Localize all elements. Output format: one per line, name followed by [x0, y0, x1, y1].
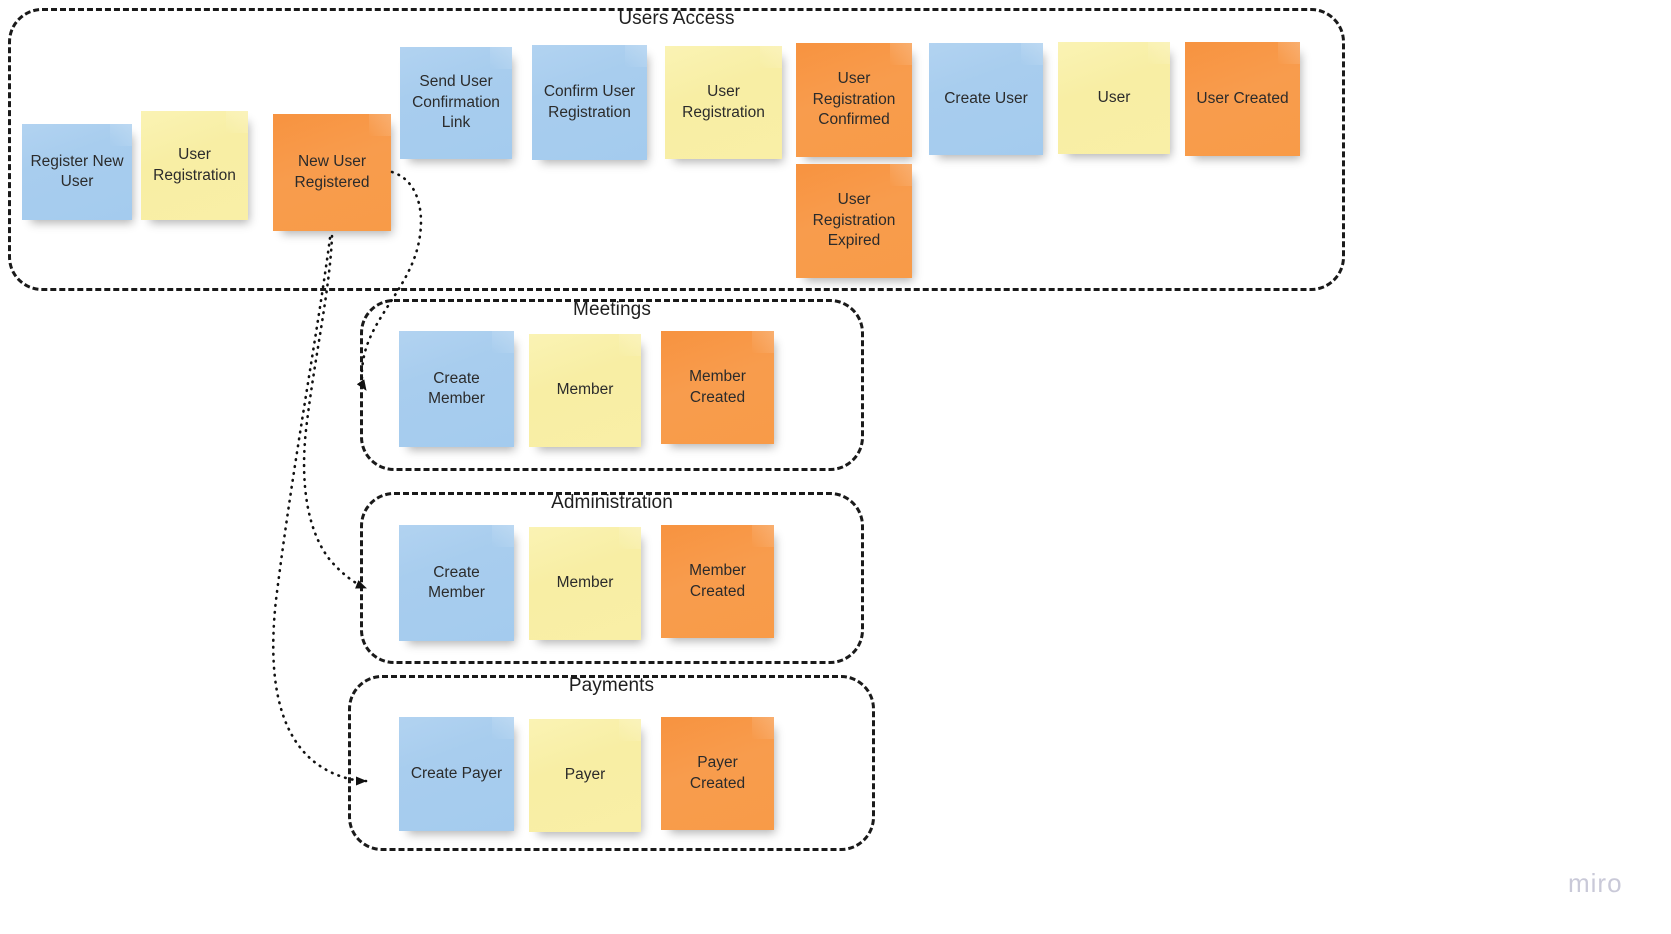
sticky-create-member-administration[interactable]: Create Member — [399, 525, 514, 641]
sticky-label: Send User Confirmation Link — [412, 73, 500, 132]
sticky-label: User Created — [1196, 89, 1289, 107]
sticky-confirm-user-registration[interactable]: Confirm User Registration — [532, 45, 647, 160]
sticky-label: User — [1097, 88, 1131, 106]
sticky-user-registration-confirmed[interactable]: User Registration Confirmed — [796, 43, 912, 157]
sticky-user-registration[interactable]: User Registration — [141, 111, 248, 220]
sticky-user-created[interactable]: User Created — [1185, 42, 1300, 156]
zone-title-users-access: Users Access — [618, 8, 735, 29]
sticky-user[interactable]: User — [1058, 42, 1170, 154]
zone-title-administration: Administration — [551, 492, 673, 513]
sticky-create-payer[interactable]: Create Payer — [399, 717, 514, 831]
zone-title-meetings: Meetings — [573, 299, 651, 320]
sticky-payer[interactable]: Payer — [529, 719, 641, 832]
sticky-label: Member Created — [689, 562, 746, 600]
sticky-label: Create User — [944, 89, 1028, 107]
sticky-payer-created[interactable]: Payer Created — [661, 717, 774, 830]
sticky-label: User Registration Expired — [812, 191, 896, 250]
sticky-member-created-meetings[interactable]: Member Created — [661, 331, 774, 444]
sticky-label: User Registration — [682, 83, 765, 121]
sticky-label: Create Payer — [410, 764, 503, 782]
sticky-label: User Registration Confirmed — [812, 70, 896, 129]
sticky-label: Payer Created — [689, 754, 746, 792]
sticky-label: User Registration — [153, 146, 236, 184]
sticky-label: Create Member — [428, 369, 485, 407]
sticky-member-created-administration[interactable]: Member Created — [661, 525, 774, 638]
sticky-member-administration[interactable]: Member — [529, 527, 641, 640]
sticky-create-user[interactable]: Create User — [929, 43, 1043, 155]
sticky-send-user-confirmation-link[interactable]: Send User Confirmation Link — [400, 47, 512, 159]
sticky-register-new-user[interactable]: Register New User — [22, 124, 132, 220]
zone-title-payments: Payments — [568, 675, 655, 696]
sticky-new-user-registered[interactable]: New User Registered — [273, 114, 391, 231]
sticky-label: Member — [556, 574, 614, 592]
sticky-label: Payer — [564, 766, 606, 784]
sticky-label: Member — [556, 381, 614, 399]
sticky-member-meetings[interactable]: Member — [529, 334, 641, 447]
sticky-label: Member Created — [689, 368, 746, 406]
sticky-user-registration-expired[interactable]: User Registration Expired — [796, 164, 912, 278]
sticky-label: Register New User — [30, 152, 124, 190]
zone-users-access[interactable] — [8, 8, 1345, 291]
sticky-user-registration-2[interactable]: User Registration — [665, 46, 782, 159]
sticky-create-member-meetings[interactable]: Create Member — [399, 331, 514, 447]
sticky-label: New User Registered — [294, 153, 370, 191]
sticky-label: Create Member — [428, 563, 485, 601]
miro-watermark: miro — [1568, 868, 1623, 898]
sticky-label: Confirm User Registration — [543, 83, 636, 121]
